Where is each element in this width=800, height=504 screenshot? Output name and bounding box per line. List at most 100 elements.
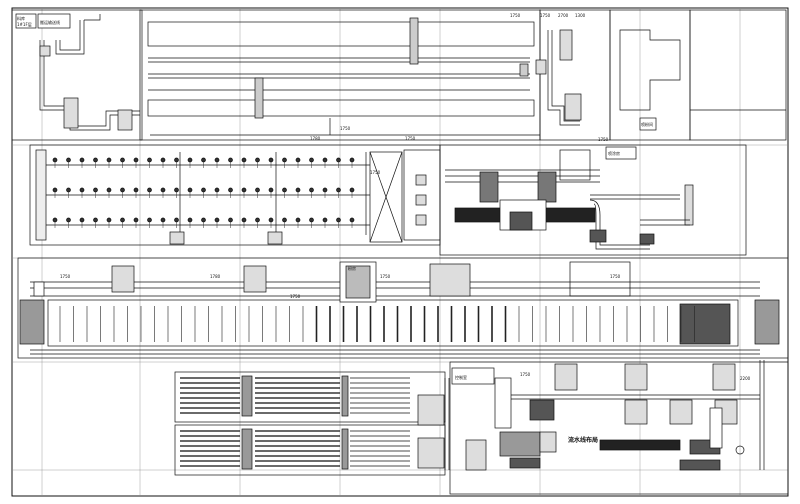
hanger-mark bbox=[79, 217, 85, 223]
hanger-mark bbox=[349, 217, 355, 223]
hanger-mark bbox=[282, 157, 287, 163]
hanger-mark bbox=[336, 187, 341, 193]
hanger-mark bbox=[52, 157, 58, 163]
hanger-mark bbox=[79, 187, 85, 193]
hanger-mark bbox=[106, 157, 112, 163]
hanger-mark bbox=[133, 157, 139, 163]
hanger-mark bbox=[282, 187, 287, 193]
hanger-mark bbox=[52, 187, 58, 193]
bottom-right-zone bbox=[449, 360, 789, 495]
hanger-mark bbox=[79, 157, 85, 163]
hanger-mark bbox=[120, 157, 125, 163]
main-line-zone bbox=[17, 257, 789, 359]
top-zone bbox=[11, 9, 787, 141]
hanger-mark bbox=[282, 217, 287, 223]
label-bottom-center: 流水线布局 bbox=[568, 436, 598, 444]
hanger-mark bbox=[268, 157, 274, 163]
hanger-mark bbox=[336, 217, 341, 223]
label-dim-7: 2200 bbox=[740, 376, 751, 381]
hanger-mark bbox=[160, 217, 166, 223]
outer-border bbox=[11, 7, 789, 497]
hanger-mark bbox=[241, 217, 247, 223]
mid-right-zone bbox=[439, 144, 747, 256]
hanger-mark bbox=[160, 157, 166, 163]
hanger-mark bbox=[174, 187, 179, 193]
label-box-hang2: 粉房 bbox=[348, 265, 356, 271]
bottom-left-zone bbox=[174, 371, 450, 476]
label-dim-5: 1750 bbox=[290, 294, 301, 299]
hanger-mark bbox=[133, 217, 139, 223]
label-tag-e: 2700 bbox=[558, 13, 569, 18]
label-dim-4: 1750 bbox=[610, 274, 621, 279]
hanger-mark bbox=[268, 187, 274, 193]
hanger-mark bbox=[295, 217, 301, 223]
label-tag-h: 1750 bbox=[405, 136, 416, 141]
hanger-mark bbox=[322, 157, 328, 163]
hanger-mark bbox=[201, 187, 206, 193]
rack-post bbox=[241, 375, 253, 417]
label-tag-b: 搬运输送线 bbox=[40, 19, 60, 25]
hanger-mark bbox=[93, 217, 98, 223]
label-tag-a2: 1#1F层 bbox=[17, 21, 32, 27]
rack-post bbox=[341, 428, 349, 470]
label-box-hang: 喷涂房 bbox=[608, 150, 620, 156]
rack-post bbox=[341, 375, 349, 417]
hanger-mark bbox=[214, 157, 220, 163]
hanger-mark bbox=[147, 187, 152, 193]
hanger-mark bbox=[228, 187, 233, 193]
hanger-mark bbox=[295, 157, 301, 163]
hanger-mark bbox=[147, 217, 152, 223]
hanger-mark bbox=[241, 157, 247, 163]
hanger-mark bbox=[106, 217, 112, 223]
hanger-mark bbox=[214, 187, 220, 193]
hanger-mark bbox=[133, 187, 139, 193]
hanger-mark bbox=[309, 217, 314, 223]
label-zone-mid2: 1750 bbox=[370, 170, 381, 175]
hanger-mark bbox=[174, 157, 179, 163]
hanger-mark bbox=[52, 217, 58, 223]
label-tag-g: 1750 bbox=[340, 126, 351, 131]
hanger-mark bbox=[201, 157, 206, 163]
label-tag-a: 料库 bbox=[17, 15, 25, 21]
label-dim-1: 1750 bbox=[60, 274, 71, 279]
hanger-mark bbox=[120, 187, 125, 193]
hanger-mark bbox=[309, 157, 314, 163]
label-tag-c: 1750 bbox=[510, 13, 521, 18]
hanger-mark bbox=[214, 217, 220, 223]
hanger-mark bbox=[93, 187, 98, 193]
hanger-mark bbox=[93, 157, 98, 163]
hanger-mark bbox=[268, 217, 274, 223]
label-dim-3: 1750 bbox=[380, 274, 391, 279]
hanger-mark bbox=[106, 187, 112, 193]
hanger-mark bbox=[336, 157, 341, 163]
hanger-mark bbox=[187, 187, 193, 193]
hanger-mark bbox=[322, 187, 328, 193]
hanger-mark bbox=[228, 157, 233, 163]
hanger-mark bbox=[66, 217, 71, 223]
hanger-mark bbox=[295, 187, 301, 193]
hanger-mark bbox=[309, 187, 314, 193]
hanger-mark bbox=[66, 157, 71, 163]
label-dim-2: 1780 bbox=[210, 274, 221, 279]
hanger-mark bbox=[255, 217, 260, 223]
hanger-mark bbox=[160, 187, 166, 193]
hanger-mark bbox=[174, 217, 179, 223]
label-zone-right-b: 1750 bbox=[598, 137, 609, 142]
hanger-mark bbox=[228, 217, 233, 223]
label-tag-d: 1750 bbox=[540, 13, 551, 18]
hanging-zone bbox=[29, 144, 441, 246]
label-tag-f: 1300 bbox=[575, 13, 586, 18]
hanger-mark bbox=[120, 217, 125, 223]
hanger-mark bbox=[349, 187, 355, 193]
label-box-bottom: 控制室 bbox=[455, 374, 467, 380]
hanger-mark bbox=[187, 157, 193, 163]
label-dim-6: 1750 bbox=[520, 372, 531, 377]
hanger-mark bbox=[349, 157, 355, 163]
hanger-mark bbox=[241, 187, 247, 193]
hanger-mark bbox=[66, 187, 71, 193]
hanger-mark bbox=[147, 157, 152, 163]
label-zone-mid: 1780 bbox=[310, 136, 321, 141]
hanger-mark bbox=[187, 217, 193, 223]
hanger-mark bbox=[322, 217, 328, 223]
